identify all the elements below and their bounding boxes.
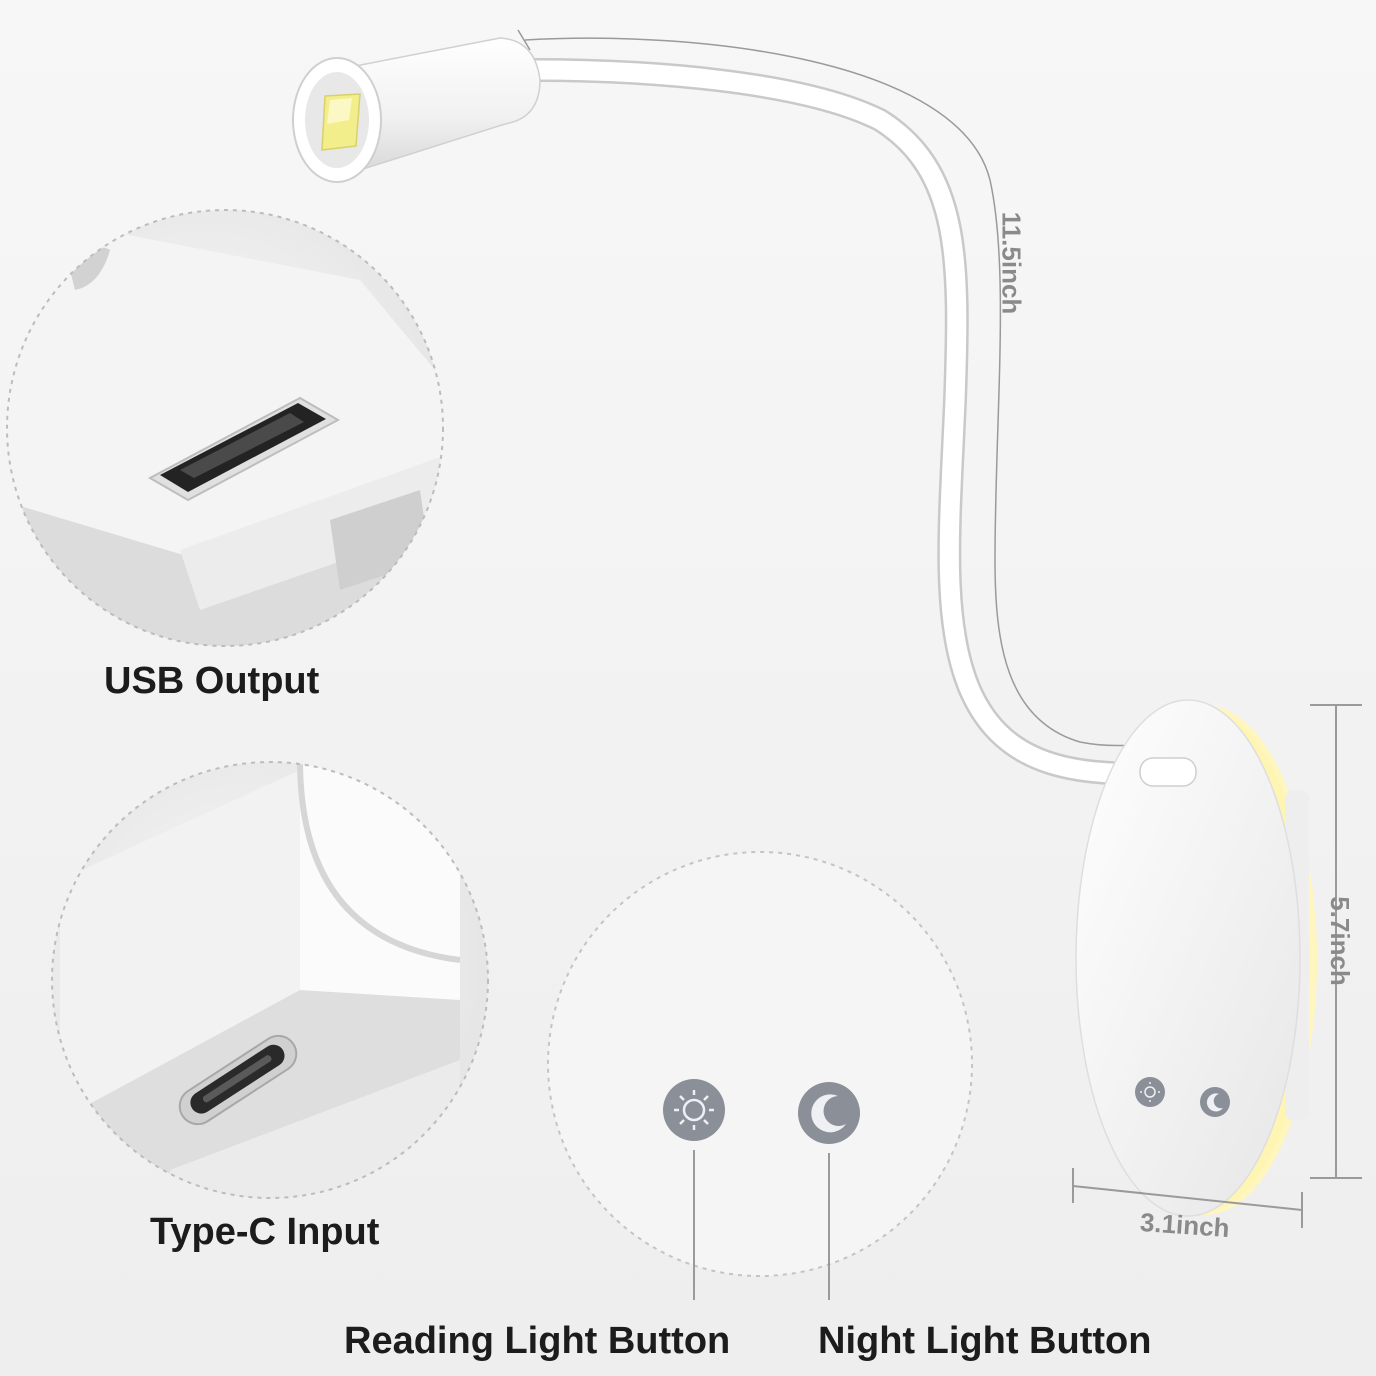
usb-zoom-circle	[6, 209, 444, 647]
plate-moon-button[interactable]	[1200, 1087, 1230, 1117]
typec-zoom-circle	[51, 761, 489, 1199]
width-dimension-line	[1072, 1168, 1303, 1228]
typec-input-label: Type-C Input	[150, 1211, 380, 1253]
base-width-label: 3.1inch	[1139, 1206, 1231, 1244]
typec-port-icon	[178, 1034, 298, 1126]
lamp-head	[292, 37, 541, 183]
moon-icon	[811, 1094, 846, 1133]
usb-output-label: USB Output	[104, 660, 320, 702]
base-height-label: 5.7inch	[1324, 896, 1355, 986]
night-light-button-label: Night Light Button	[818, 1320, 1152, 1362]
usb-port-icon	[147, 396, 341, 502]
buttons-zoom-circle	[547, 851, 973, 1300]
night-light-button[interactable]	[798, 1082, 860, 1144]
arm-length-label: 11.5inch	[996, 211, 1027, 315]
sun-icon	[674, 1090, 714, 1130]
reading-light-button-label: Reading Light Button	[344, 1320, 731, 1362]
wall-plate	[1075, 699, 1317, 1217]
plate-sun-button[interactable]	[1135, 1077, 1165, 1107]
height-dimension-line	[1310, 704, 1362, 1179]
gooseneck-arm	[523, 58, 1192, 786]
reading-light-button[interactable]	[663, 1079, 725, 1141]
